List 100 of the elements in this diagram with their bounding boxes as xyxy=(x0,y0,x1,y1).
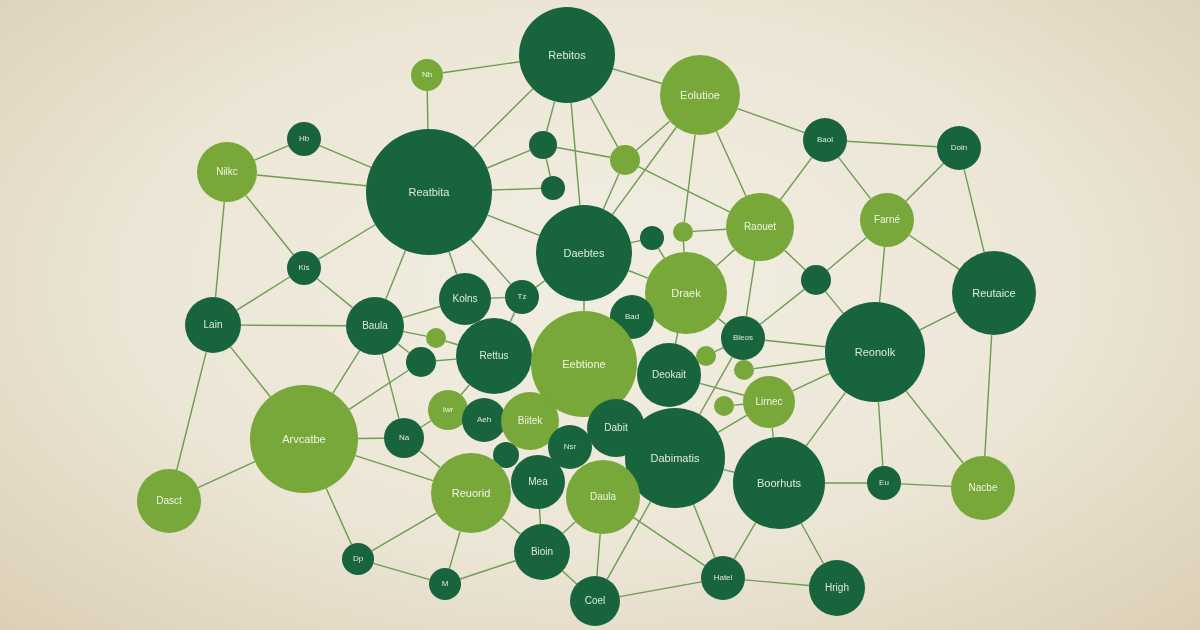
connector-line xyxy=(602,173,620,210)
empty-network-node xyxy=(801,265,831,295)
node-label: Arvcatbe xyxy=(282,432,326,446)
node-label: Daula xyxy=(589,491,617,503)
node-label: Hatel xyxy=(713,573,733,583)
connector-line xyxy=(176,351,207,471)
connector-line xyxy=(824,482,868,484)
connector-line xyxy=(256,174,367,187)
connector-line xyxy=(612,68,663,85)
node-label: Hrigh xyxy=(825,582,849,594)
node-label: Eu xyxy=(879,478,889,488)
node-label: Reutaice xyxy=(972,286,1016,300)
node-label: Dasct xyxy=(156,495,182,507)
connector-line xyxy=(197,460,256,489)
connector-line xyxy=(372,562,431,581)
connector-line xyxy=(715,130,747,197)
network-node xyxy=(809,560,865,616)
connector-line xyxy=(722,469,735,473)
node-label: Dp xyxy=(352,554,364,564)
connector-line xyxy=(824,290,844,315)
connector-line xyxy=(606,500,652,580)
connector-line xyxy=(561,570,578,585)
node-label: M xyxy=(441,579,449,589)
network-node xyxy=(411,59,443,91)
connector-line xyxy=(715,248,736,267)
connector-line xyxy=(905,162,945,202)
connector-line xyxy=(984,334,993,457)
connector-line xyxy=(556,146,611,158)
node-label: Iwr xyxy=(442,405,454,415)
connector-line xyxy=(717,414,748,434)
connector-line xyxy=(442,61,521,74)
node-label: Kis xyxy=(298,263,310,273)
node-label: Lirnec xyxy=(755,396,783,408)
node-label: Deokait xyxy=(652,369,686,381)
network-node xyxy=(701,556,745,600)
connector-line xyxy=(402,305,441,319)
connector-line xyxy=(878,246,886,303)
connector-line xyxy=(318,144,372,169)
connector-line xyxy=(784,249,806,271)
network-node xyxy=(346,297,404,355)
node-label: Doin xyxy=(950,143,968,153)
connector-line xyxy=(733,403,744,406)
connector-line xyxy=(628,269,649,279)
connector-line xyxy=(744,579,810,587)
connector-line xyxy=(753,358,827,370)
network-node xyxy=(505,280,539,314)
node-label: Biitek xyxy=(517,415,543,427)
node-label: Daebtes xyxy=(563,246,605,260)
connector-line xyxy=(435,358,457,362)
connector-line xyxy=(448,251,458,276)
connector-line xyxy=(236,276,291,311)
connector-line xyxy=(630,239,641,244)
empty-network-node xyxy=(406,347,436,377)
connector-line xyxy=(332,349,361,394)
node-label: Nb xyxy=(421,70,433,80)
connector-line xyxy=(397,343,410,354)
connector-line xyxy=(490,296,506,299)
network-node xyxy=(384,418,424,458)
node-label: Raouet xyxy=(743,221,777,233)
connector-line xyxy=(682,241,685,253)
connector-line xyxy=(759,288,805,325)
network-node xyxy=(185,297,241,353)
empty-network-node xyxy=(541,176,565,200)
connector-line xyxy=(470,238,512,285)
connector-line xyxy=(570,102,581,206)
connector-line xyxy=(357,437,385,440)
connector-line xyxy=(771,427,775,439)
empty-network-node xyxy=(734,360,754,380)
connector-line xyxy=(596,533,601,577)
node-label: Coel xyxy=(584,595,606,607)
connector-line xyxy=(846,140,938,148)
connector-line xyxy=(611,126,678,215)
node-label: Nacbe xyxy=(968,482,998,494)
node-label: Bioin xyxy=(530,546,554,558)
network-node xyxy=(429,568,461,600)
network-node xyxy=(462,398,506,442)
connector-line xyxy=(583,300,585,312)
connector-line xyxy=(501,517,522,535)
connector-line xyxy=(535,280,546,288)
node-label: Reuorid xyxy=(451,486,491,500)
connector-line xyxy=(245,194,295,256)
network-node xyxy=(803,118,847,162)
network-node xyxy=(439,273,491,325)
connector-line xyxy=(698,356,733,416)
network-node xyxy=(456,318,532,394)
connector-line xyxy=(779,156,813,201)
network-node xyxy=(637,343,701,407)
node-label: Farné xyxy=(873,214,901,226)
network-node xyxy=(342,543,374,575)
network-node xyxy=(287,251,321,285)
connector-line xyxy=(900,483,952,488)
empty-network-node xyxy=(610,145,640,175)
connector-line xyxy=(908,234,960,271)
network-node xyxy=(743,376,795,428)
connector-line xyxy=(253,145,290,161)
connector-line xyxy=(240,324,347,327)
connector-line xyxy=(618,581,703,598)
connector-line xyxy=(632,517,706,567)
connector-line xyxy=(764,339,826,348)
node-label: Hb xyxy=(298,134,310,144)
